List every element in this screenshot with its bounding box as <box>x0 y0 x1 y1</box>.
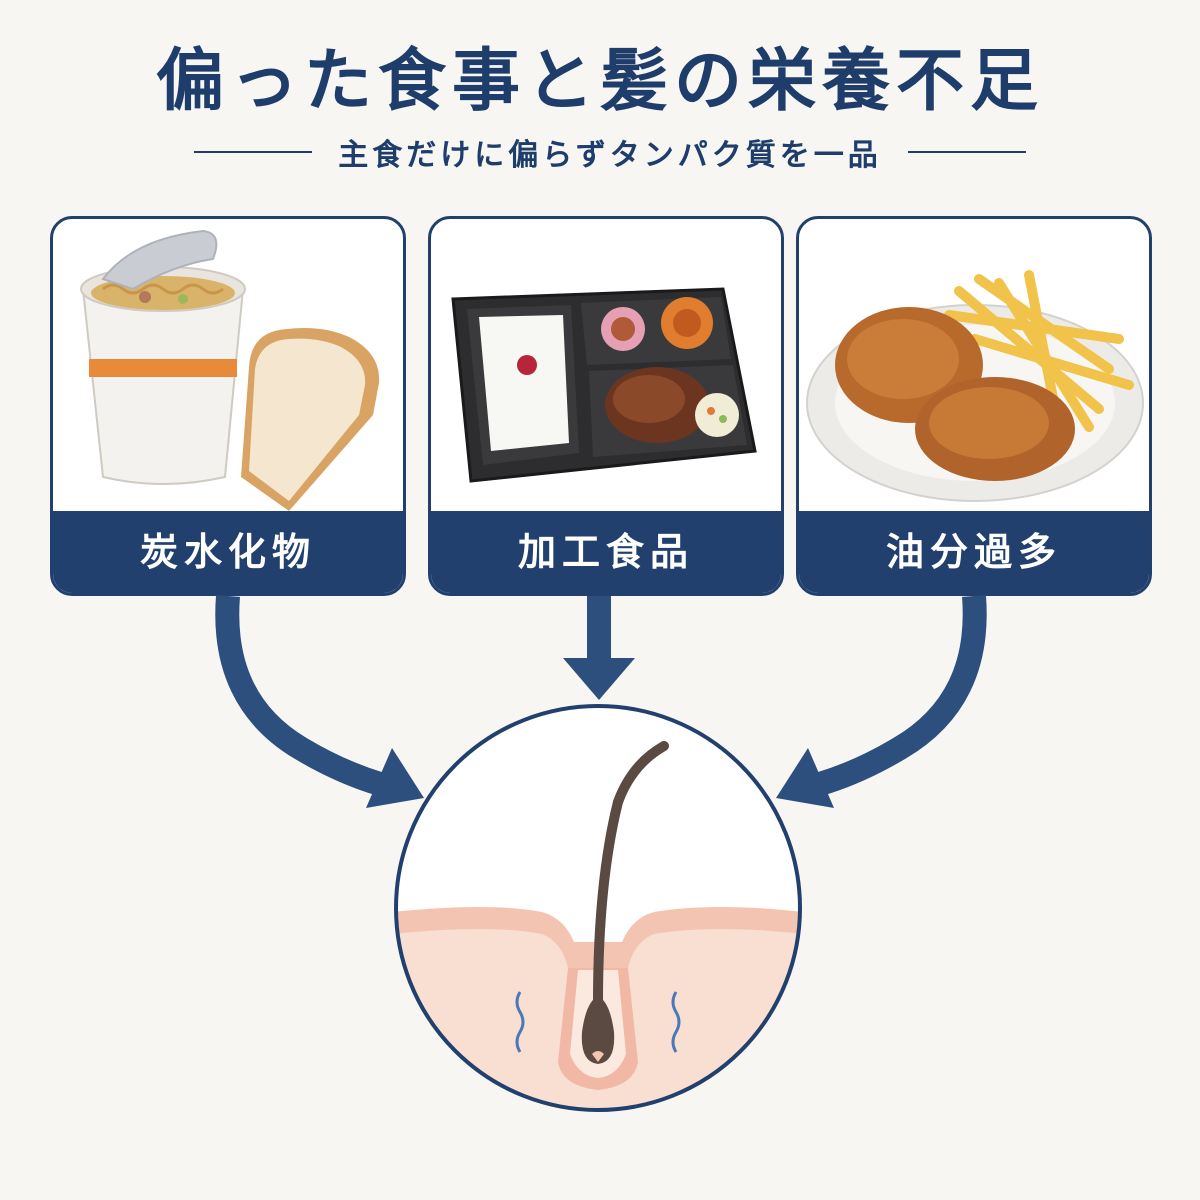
card-label: 炭水化物 <box>53 511 403 593</box>
hair-strand <box>593 741 669 1007</box>
subtitle: 主食だけに偏らずタンパク質を一品 <box>338 138 882 173</box>
right-arrow-shaft <box>816 595 987 796</box>
hair-follicle-illustration <box>394 704 802 1112</box>
card-carbohydrates: 炭水化物 <box>50 216 406 596</box>
card-label: 油分過多 <box>799 511 1149 593</box>
left-arrow-shaft <box>215 595 384 796</box>
left-arrow-head <box>366 748 424 808</box>
fried-chicken-and-fries-icon <box>806 270 1144 502</box>
subtitle-rule-left <box>194 151 313 153</box>
card-processed-food: 加工食品 <box>428 216 784 596</box>
page-title: 偏った食事と髪の栄養不足 <box>155 42 1044 121</box>
subtitle-row: 主食だけに偏らずタンパク質を一品 <box>160 130 1060 174</box>
cup-noodle-and-bread-icon <box>80 229 380 511</box>
subtitle-rule-right <box>907 151 1026 153</box>
card-label: 加工食品 <box>431 511 781 593</box>
card-excess-oil: 油分過多 <box>796 216 1152 596</box>
left-wave-icon <box>515 991 525 1053</box>
center-arrow-head <box>563 658 635 700</box>
right-wave-icon <box>671 991 681 1053</box>
right-arrow-head <box>776 748 834 808</box>
bento-box-icon <box>451 287 757 483</box>
